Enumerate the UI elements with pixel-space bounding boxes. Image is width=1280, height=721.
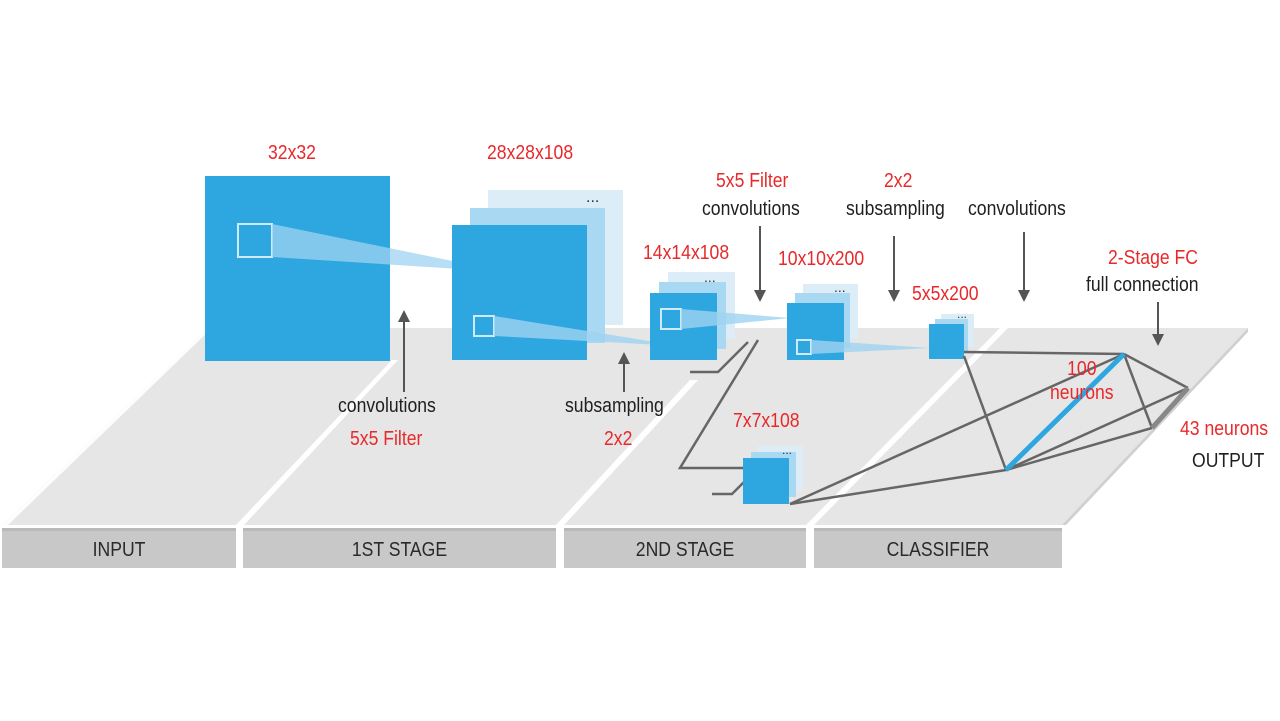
- fc-label: 2-Stage FC: [1108, 247, 1198, 269]
- input-size-label: 32x32: [268, 142, 316, 164]
- stage2-ellipsis: ...: [834, 279, 846, 295]
- sub2-ellipsis: ...: [957, 307, 967, 321]
- stage1-maps-size-label: 28x28x108: [487, 142, 574, 164]
- sub1-label: subsampling: [565, 395, 664, 417]
- stage-band-classifier-label: CLASSIFIER: [886, 539, 990, 561]
- arrow-conv1-head: [398, 310, 410, 322]
- platform-edge: [2, 328, 212, 525]
- fc-line-6: [1122, 353, 1154, 429]
- stage-band-input: INPUT: [2, 528, 236, 568]
- output-label: OUTPUT: [1192, 450, 1265, 472]
- branch-connector-top: [690, 341, 749, 374]
- sub2-map-front: [929, 324, 964, 359]
- branch-ellipsis: ...: [782, 443, 792, 457]
- hidden-neurons-label: 100 neurons: [1050, 358, 1114, 404]
- stage1-subsampled-maps: ...: [650, 269, 790, 360]
- stage-band-2nd: 2ND STAGE: [564, 528, 806, 568]
- classifier-connections: [789, 350, 1190, 506]
- fc-sub-label: full connection: [1086, 274, 1199, 296]
- conv2-label: convolutions: [702, 198, 800, 220]
- stage2-feature-maps: ...: [787, 279, 930, 360]
- arrows: [398, 226, 1164, 392]
- conv1-filter-label: 5x5 Filter: [350, 428, 423, 450]
- arrow-sub1-head: [618, 352, 630, 364]
- stage-divider-3: [806, 328, 1008, 525]
- fc-line-7: [1005, 386, 1189, 472]
- sub1-projection: [494, 316, 680, 346]
- sub2-size-label: 2x2: [884, 170, 913, 192]
- fc-line-1: [963, 350, 1125, 356]
- conv2-projection: [681, 309, 790, 329]
- conv1-projection: [272, 224, 506, 272]
- arrow-sub2-head: [888, 290, 900, 302]
- platform-surface: [2, 328, 1248, 525]
- hidden-neuron-layer: [1004, 352, 1126, 472]
- stage2-maps-size-label: 10x10x200: [778, 248, 865, 270]
- fc-line-2: [962, 355, 1008, 471]
- sub2-label: subsampling: [846, 198, 945, 220]
- stage-band-input-label: INPUT: [92, 539, 146, 561]
- fc-line-3: [789, 352, 1125, 506]
- input-square: [205, 176, 390, 361]
- input-map: [205, 176, 506, 361]
- output-neuron-layer: [1150, 386, 1190, 430]
- stage-divider-1: [236, 360, 398, 525]
- arrow-conv3-head: [1018, 290, 1030, 302]
- branch-connector-bottom: [712, 477, 749, 496]
- branch-map-front: [743, 458, 789, 504]
- branch-maps: ...: [677, 339, 803, 504]
- stage-band-1st-label: 1ST STAGE: [351, 539, 448, 561]
- stage2-subsampled-maps: ...: [929, 307, 974, 359]
- stage1-ellipsis: ...: [586, 189, 599, 206]
- stage-band-2nd-label: 2ND STAGE: [635, 539, 735, 561]
- branch-connector-left: [677, 339, 760, 470]
- stage1-feature-maps: ...: [452, 189, 680, 360]
- stage2-sub-size-label: 5x5x200: [912, 283, 979, 305]
- sub2-projection: [811, 340, 930, 354]
- stage-divider-2: [556, 380, 698, 525]
- fc-line-5: [1123, 352, 1189, 390]
- output-neurons-label: 43 neurons: [1180, 418, 1269, 440]
- branch-size-label: 7x7x108: [733, 410, 800, 432]
- stage1-sub-size-label: 14x14x108: [643, 242, 730, 264]
- stage-band-1st: 1ST STAGE: [243, 528, 556, 568]
- sub1-size-label: 2x2: [604, 428, 633, 450]
- platform: [2, 328, 1248, 525]
- arrow-fc-head: [1152, 334, 1164, 346]
- fc-line-8: [1005, 426, 1153, 472]
- fc-line-4: [789, 468, 1007, 506]
- conv2-filter-label: 5x5 Filter: [716, 170, 789, 192]
- conv3-label: convolutions: [968, 198, 1066, 220]
- conv1-label: convolutions: [338, 395, 436, 417]
- arrow-conv2-head: [754, 290, 766, 302]
- stage-band-classifier: CLASSIFIER: [814, 528, 1062, 568]
- sub1-ellipsis: ...: [704, 269, 716, 285]
